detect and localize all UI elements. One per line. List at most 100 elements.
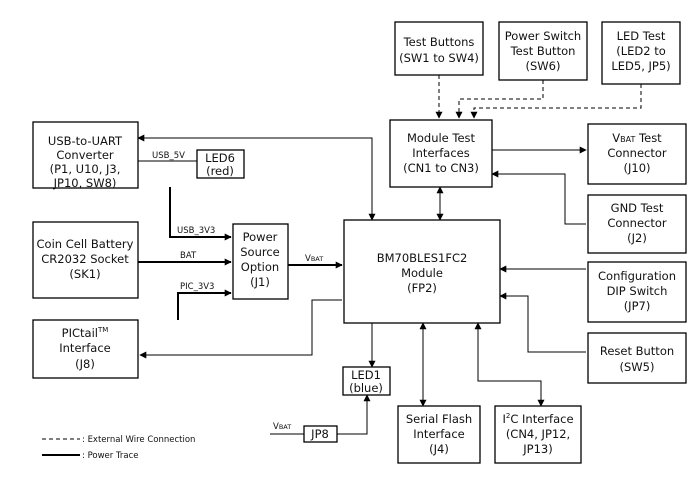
serial-flash-interface-block: Serial Flash Interface (J4) [397, 405, 481, 464]
usb-3v3-label: USB_3V3 [177, 226, 215, 236]
svg-text:(J10): (J10) [624, 161, 651, 175]
config-dip-line-2: DIP Switch [607, 284, 668, 298]
power-switch-line-2: Test Button [510, 44, 576, 58]
usb-uart-line-1: USB-to-UART [48, 134, 123, 148]
svg-text:JP13): JP13) [522, 442, 552, 456]
svg-text:Interface: Interface [59, 341, 111, 355]
gnd-test-line-2: Connector [607, 216, 667, 230]
svg-text:Converter: Converter [56, 148, 114, 162]
led-test-line-1: LED Test [617, 29, 666, 43]
module-line-1: BM70BLES1FC2 [377, 251, 468, 265]
test-buttons-line-2: (SW1 to SW4) [399, 51, 479, 65]
test-buttons-line-1: Test Buttons [403, 35, 475, 49]
usb-uart-line-4: JP10, SW8) [53, 176, 117, 190]
reset-button-block: Reset Button (SW5) [587, 332, 687, 384]
usb-uart-converter-block: USB-to-UART Converter (P1, U10, J3, JP10… [32, 121, 139, 190]
svg-text:PICtailTM: PICtailTM [62, 326, 109, 340]
svg-text:DIP Switch: DIP Switch [607, 284, 668, 298]
led-test-block: LED Test (LED2 to LED5, JP5) [601, 21, 681, 85]
svg-text:Serial Flash: Serial Flash [406, 412, 472, 426]
module-test-line-1: Module Test [407, 131, 476, 145]
coin-cell-line-3: (SK1) [69, 267, 100, 281]
bat-label: BAT [180, 251, 197, 261]
reset-button-line-2: (SW5) [620, 360, 655, 374]
legend-power-label: : Power Trace [82, 451, 139, 461]
usb-3v3-trace [169, 187, 232, 241]
power-switch-wire [455, 80, 544, 119]
i2c-line-1-post: C Interface [510, 412, 573, 426]
module-to-i2c-line [474, 322, 545, 407]
i2c-interface-block: I2C Interface (CN4, JP12, JP13) [494, 405, 582, 464]
power-switch-test-block: Power Switch Test Button (SW6) [498, 21, 588, 81]
led-test-wire [470, 84, 642, 119]
jp8-block: JP8 [303, 425, 338, 443]
svg-text:(CN1 to CN3): (CN1 to CN3) [403, 161, 479, 175]
svg-text:(P1, U10, J3,: (P1, U10, J3, [50, 162, 121, 176]
svg-text:Option: Option [241, 260, 279, 274]
vbat-out-label: VBAT [305, 254, 323, 264]
led1-block: LED1 (blue) [342, 366, 391, 396]
i2c-line-3: JP13) [522, 442, 552, 456]
power-source-line-2: Source [240, 245, 280, 259]
jp8-to-led1-line [337, 394, 371, 435]
svg-text:Connector: Connector [607, 146, 667, 160]
svg-text:GND Test: GND Test [611, 201, 664, 215]
config-dip-line-3: (JP7) [624, 299, 651, 313]
svg-text:Connector: Connector [607, 216, 667, 230]
svg-text:LED1: LED1 [351, 368, 381, 382]
svg-text:Test Button: Test Button [510, 44, 576, 58]
power-source-option-block: Power Source Option (J1) [232, 223, 289, 300]
usb-5v-label: USB_5V [152, 151, 185, 161]
coin-cell-line-2: CR2032 Socket [41, 252, 129, 266]
svg-text:USB-to-UART: USB-to-UART [48, 134, 123, 148]
svg-text:(FP2): (FP2) [407, 281, 437, 295]
svg-text:(SW5): (SW5) [620, 360, 655, 374]
vbat-test-line-2: Connector [607, 146, 667, 160]
led-test-line-2: (LED2 to [616, 44, 666, 58]
svg-text:Configuration: Configuration [598, 269, 676, 283]
svg-text:(J2): (J2) [627, 231, 647, 245]
serial-flash-line-3: (J4) [429, 442, 449, 456]
svg-text:LED Test: LED Test [617, 29, 666, 43]
i2c-line-1-pre: I [502, 412, 505, 426]
svg-text:CR2032 Socket: CR2032 Socket [41, 252, 129, 266]
led6-line-1: LED6 [205, 151, 235, 165]
power-source-line-3: Option [241, 260, 279, 274]
jp8-label: JP8 [310, 427, 329, 441]
usb-uart-line-3: (P1, U10, J3, [50, 162, 121, 176]
svg-text:(red): (red) [206, 164, 234, 178]
pictail-line-3: (J8) [75, 357, 95, 371]
led1-line-1: LED1 [351, 368, 381, 382]
reset-button-line-1: Reset Button [600, 344, 674, 358]
test-buttons-block: Test Buttons (SW1 to SW4) [394, 21, 484, 76]
svg-text:(LED2 to: (LED2 to [616, 44, 666, 58]
led1-line-2: (blue) [349, 381, 383, 395]
i2c-line-1-sup: 2 [506, 412, 510, 420]
svg-text:Power: Power [243, 230, 278, 244]
module-line-3: (FP2) [407, 281, 437, 295]
svg-text:(blue): (blue) [349, 381, 383, 395]
led6-line-2: (red) [206, 164, 234, 178]
svg-text:(J1): (J1) [250, 275, 270, 289]
coin-cell-line-1: Coin Cell Battery [37, 237, 134, 251]
module-to-pictail-line [139, 299, 342, 359]
svg-text:Interface: Interface [413, 427, 465, 441]
svg-text:(J8): (J8) [75, 357, 95, 371]
vbat-test-rest: Test [635, 131, 662, 145]
module-block: BM70BLES1FC2 Module (FP2) [343, 219, 501, 324]
module-test-interfaces-block: Module Test Interfaces (CN1 to CN3) [389, 119, 493, 188]
pictail-line-1: PICtail [62, 326, 98, 340]
svg-text:Module Test: Module Test [407, 131, 476, 145]
serial-flash-line-1: Serial Flash [406, 412, 472, 426]
vbat-test-connector-block: VBAT Test Connector (J10) [587, 123, 687, 185]
module-test-line-2: Interfaces [412, 146, 469, 160]
coin-cell-battery-block: Coin Cell Battery CR2032 Socket (SK1) [32, 221, 139, 299]
led-test-line-3: LED5, JP5) [611, 59, 670, 73]
gnd-test-line-3: (J2) [627, 231, 647, 245]
pic-3v3-label: PIC_3V3 [180, 282, 214, 292]
svg-text:(CN4, JP12,: (CN4, JP12, [506, 427, 570, 441]
i2c-line-2: (CN4, JP12, [506, 427, 570, 441]
power-source-line-4: (J1) [250, 275, 270, 289]
gnd-test-connector-block: GND Test Connector (J2) [587, 194, 687, 254]
